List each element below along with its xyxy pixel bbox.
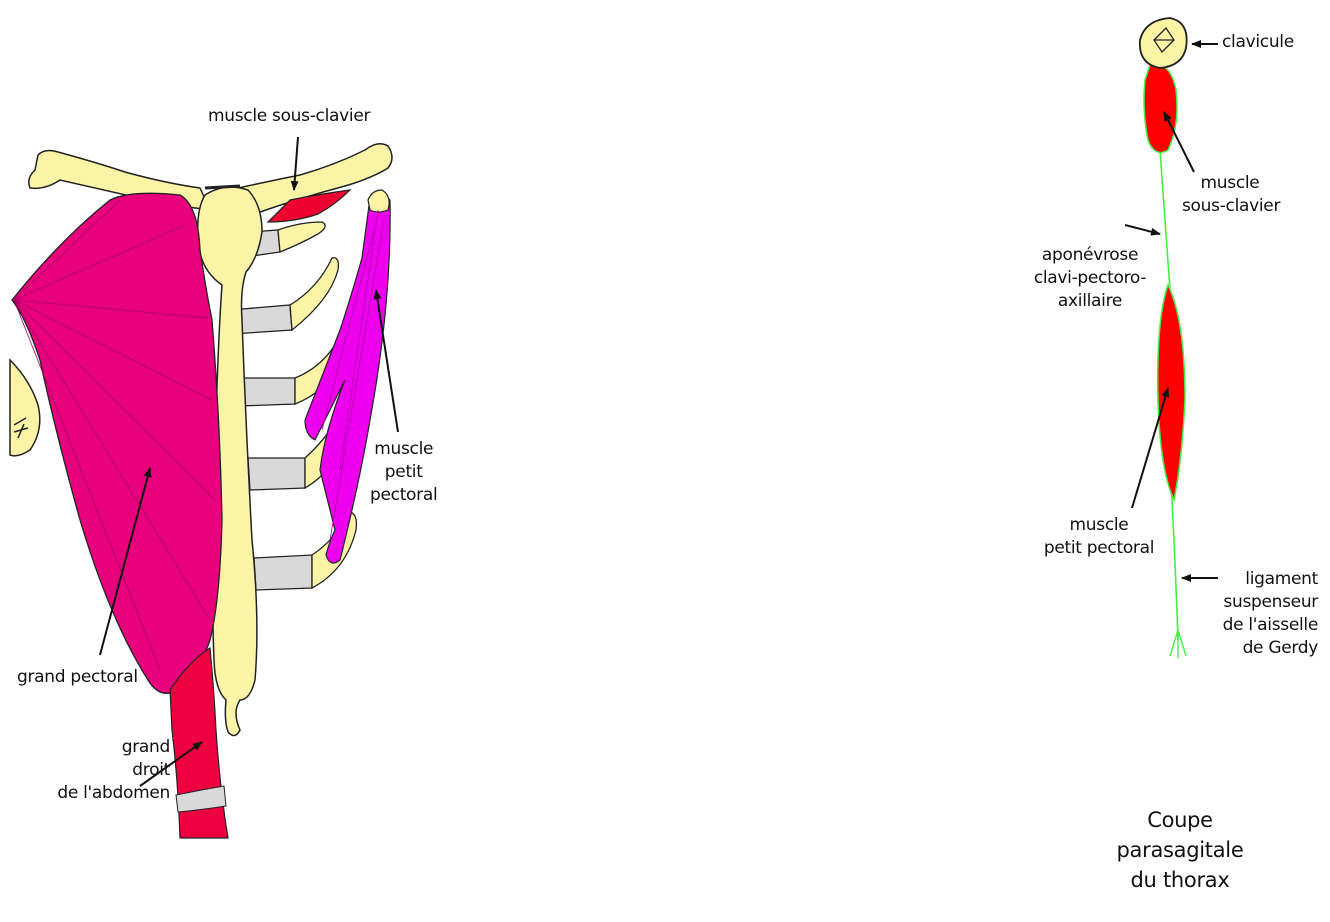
label-muscle-petit-pectoral-left: muscle petit pectoral bbox=[370, 438, 437, 507]
label-grand-pectoral: grand pectoral bbox=[17, 667, 138, 687]
label-muscle-sous-clavier-right: muscle sous-clavier bbox=[1182, 172, 1278, 218]
left-thorax-drawing bbox=[10, 137, 398, 838]
label-aponevrose: aponévrose clavi-pectoro- axillaire bbox=[1024, 244, 1156, 313]
pectoralis-minor-section bbox=[1158, 285, 1185, 500]
ligament-fibres bbox=[1170, 630, 1186, 658]
label-muscle-sous-clavier-left: muscle sous-clavier bbox=[208, 106, 370, 126]
label-grand-droit: grand droit de l'abdomen bbox=[42, 736, 170, 805]
clavicle-section bbox=[1140, 18, 1187, 68]
label-clavicule: clavicule bbox=[1222, 32, 1294, 52]
label-muscle-petit-pectoral-right: muscle petit pectoral bbox=[1032, 514, 1166, 560]
manubrium-notch bbox=[205, 186, 240, 188]
subclavius-section bbox=[1144, 64, 1177, 152]
coracoid-process bbox=[368, 190, 389, 212]
figure-caption: Coupe parasagitale du thorax bbox=[1100, 805, 1260, 895]
right-section-drawing bbox=[1125, 18, 1218, 658]
label-ligament-gerdy: ligament suspenseur de l'aisselle de Ger… bbox=[1200, 568, 1318, 660]
humerus-head bbox=[10, 360, 40, 456]
pectoralis-major bbox=[12, 193, 222, 693]
